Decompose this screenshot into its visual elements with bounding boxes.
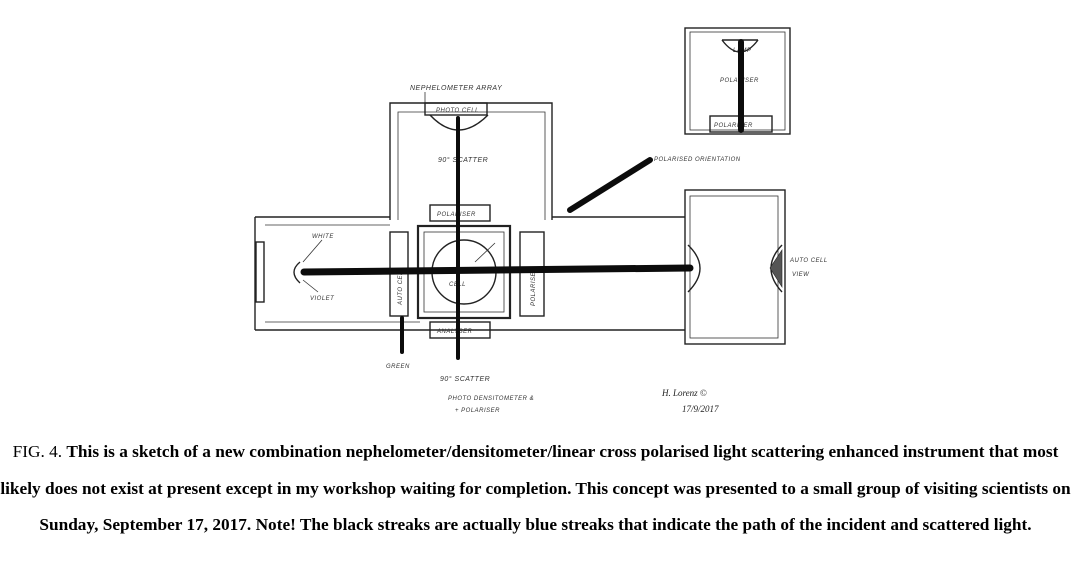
bottom-note-1: PHOTO DENSITOMETER & — [448, 396, 534, 402]
scatter-90-bottom-label: 90° SCATTER — [440, 375, 490, 383]
right-chamber: AUTO CELL VIEW — [684, 189, 828, 345]
photo-cell-top-label: PHOTO CELL — [436, 108, 479, 114]
figure-caption: FIG. 4. This is a sketch of a new combin… — [0, 434, 1071, 544]
analyser-bottom-label: ANALYSER — [436, 329, 473, 335]
polarised-orientation-label: POLARISED ORIENTATION — [654, 157, 741, 163]
instrument-sketch: LAMP POLARISER POLARISER POLARISED ORIEN… — [254, 27, 828, 414]
inset-diagram: LAMP POLARISER POLARISER — [684, 27, 791, 135]
nephelometer-box: NEPHELOMETER ARRAY PHOTO CELL 90° SCATTE… — [389, 85, 553, 222]
main-body: WHITE VIOLET AUTO CELL POLARISER CELL AN… — [254, 216, 685, 339]
figure-label: FIG. 4. — [12, 442, 63, 461]
bottom-note-2: + POLARISER — [455, 408, 500, 414]
signature-date: 17/9/2017 — [682, 404, 719, 414]
left-filter-label: AUTO CELL — [398, 267, 404, 306]
violet-label: VIOLET — [310, 296, 335, 302]
scatter-90-top-label: 90° SCATTER — [438, 156, 488, 164]
inset-bottom-label: POLARISER — [714, 123, 753, 129]
nephelometer-array-label: NEPHELOMETER ARRAY — [410, 85, 503, 92]
white-label: WHITE — [312, 234, 334, 240]
figure-caption-text: This is a sketch of a new combination ne… — [0, 442, 1071, 534]
signature: H. Lorenz © — [661, 388, 707, 398]
polariser-right-label: POLARISER — [531, 267, 537, 306]
green-label: GREEN — [386, 364, 410, 370]
incident-light-streak — [300, 264, 694, 276]
polarised-orientation-streak — [567, 157, 653, 213]
auto-cell-label: AUTO CELL — [789, 258, 828, 264]
auto-view-label: VIEW — [792, 272, 810, 278]
